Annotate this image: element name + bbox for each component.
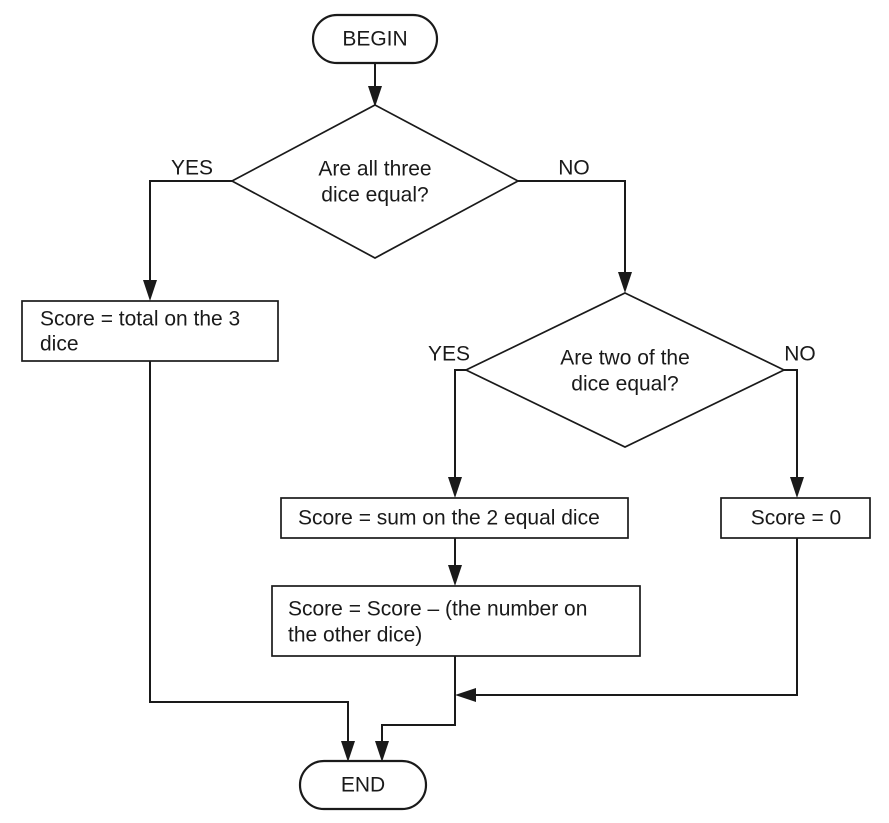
node-score-sum-two[interactable]: Score = sum on the 2 equal dice (280, 497, 629, 539)
node-decision1-line1: Are all three (318, 158, 431, 181)
node-score-total-line1: Score = total on the 3 (40, 308, 240, 331)
node-score-sum-two-label: Score = sum on the 2 equal dice (298, 507, 600, 530)
node-begin[interactable]: BEGIN (311, 13, 439, 65)
node-decision-two-equal[interactable]: Are two of the dice equal? (464, 292, 786, 448)
edge-decision1-yes-to-score-total (143, 180, 232, 301)
node-end[interactable]: END (298, 759, 428, 811)
edge-score-minus-to-end (375, 656, 456, 762)
branch-label-decision1-no: NO (558, 157, 590, 180)
node-score-minus-other[interactable]: Score = Score – (the number on the other… (271, 585, 641, 657)
branch-label-decision2-yes: YES (428, 343, 470, 366)
node-decision-all-three-equal[interactable]: Are all three dice equal? (230, 104, 520, 259)
node-end-label: END (341, 774, 385, 797)
node-score-minus-other-line2: the other dice) (288, 624, 422, 647)
node-score-zero[interactable]: Score = 0 (720, 497, 871, 539)
edge-score-total-to-end (149, 361, 355, 762)
node-decision1-line2: dice equal? (321, 184, 428, 207)
node-score-zero-label: Score = 0 (751, 507, 841, 530)
edge-decision1-no-to-decision2 (518, 180, 632, 293)
edge-score-zero-to-merge (455, 538, 798, 702)
node-score-minus-other-line1: Score = Score – (the number on (288, 598, 587, 621)
node-score-total-line2: dice (40, 333, 79, 356)
branch-label-decision1-yes: YES (171, 157, 213, 180)
node-score-total[interactable]: Score = total on the 3 dice (21, 300, 279, 362)
edge-decision2-yes-to-score-sum (448, 369, 466, 498)
edge-decision2-no-to-score-zero (784, 369, 804, 498)
edge-score-sum-to-score-minus (448, 538, 462, 586)
branch-label-decision2-no: NO (784, 343, 816, 366)
node-begin-label: BEGIN (342, 28, 407, 51)
node-decision2-line1: Are two of the (560, 347, 690, 370)
edge-begin-to-decision1 (368, 63, 382, 107)
node-decision2-line2: dice equal? (571, 373, 678, 396)
